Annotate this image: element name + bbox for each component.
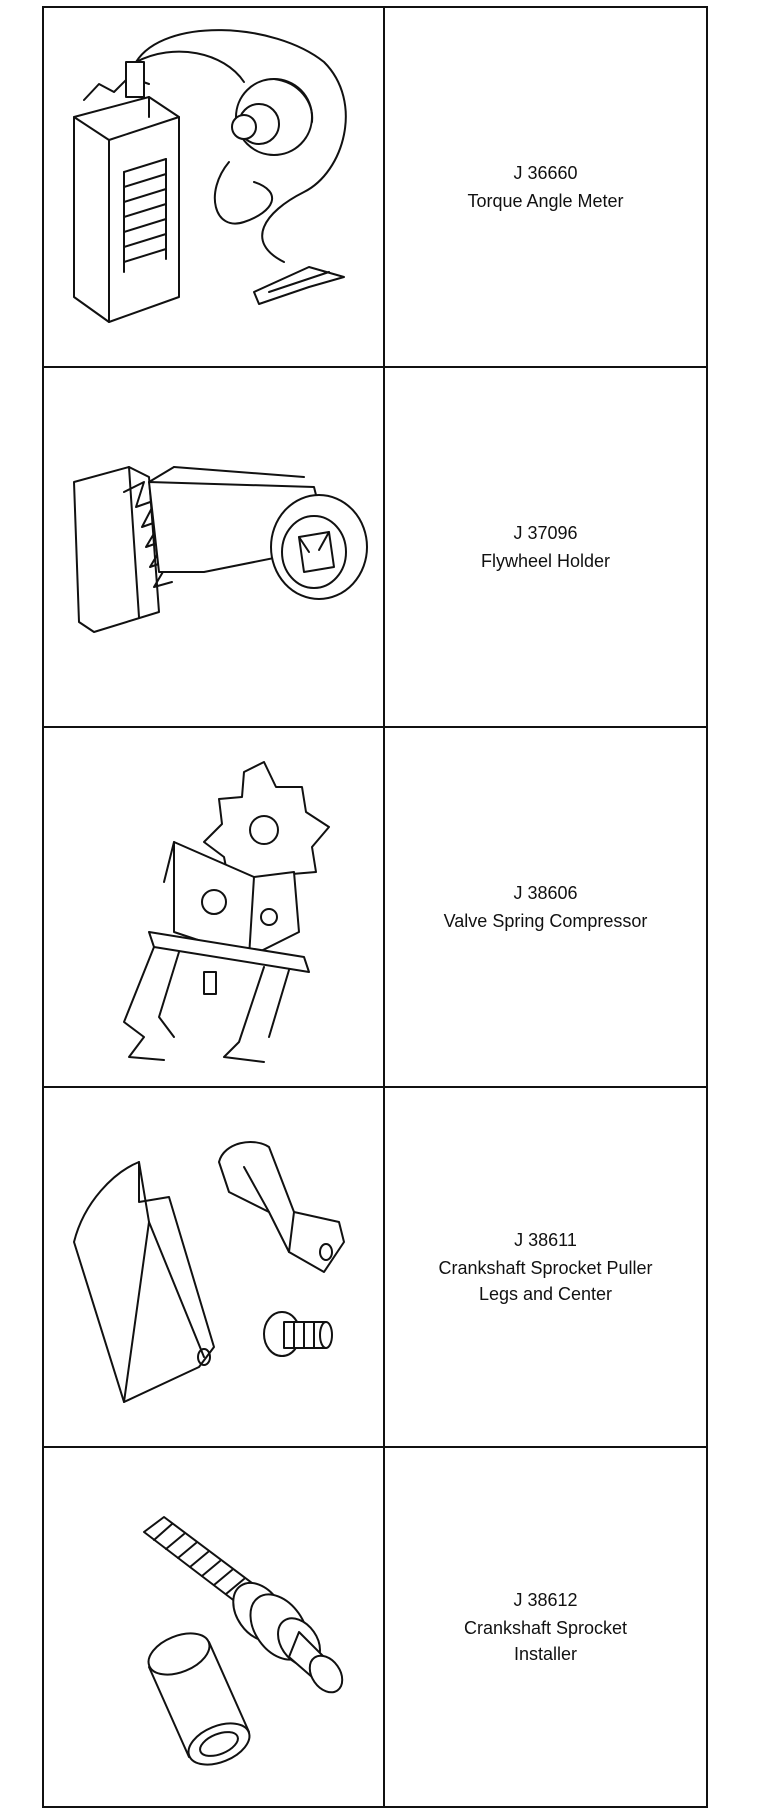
crankshaft-sprocket-puller-illustration (72, 1141, 345, 1403)
table-row: J 36660 Torque Angle Meter (44, 8, 706, 368)
special-tools-table: J 36660 Torque Angle Meter (42, 6, 708, 1808)
tool-name: Flywheel Holder (480, 551, 611, 571)
tool-image-cell (44, 8, 385, 366)
table-row: J 38611 Crankshaft Sprocket Puller Legs … (44, 1088, 706, 1448)
crankshaft-sprocket-installer-illustration (142, 1516, 343, 1766)
tool-text-cell: J 38611 Crankshaft Sprocket Puller Legs … (385, 1088, 706, 1446)
tool-image-cell (44, 728, 385, 1086)
tool-text-cell: J 38606 Valve Spring Compressor (385, 728, 706, 1086)
tool-text-cell: J 36660 Torque Angle Meter (385, 8, 706, 366)
tool-number: J 37096 (513, 523, 578, 543)
tool-text-cell: J 37096 Flywheel Holder (385, 368, 706, 726)
tool-number: J 38611 (514, 1230, 577, 1250)
tool-number: J 36660 (513, 163, 578, 183)
torque-angle-meter-illustration (72, 29, 347, 323)
flywheel-holder-illustration (72, 466, 368, 633)
tool-name: Crankshaft Sprocket Installer (463, 1618, 628, 1664)
tool-text-cell: J 38612 Crankshaft Sprocket Installer (385, 1448, 706, 1806)
tool-image-cell (44, 1088, 385, 1446)
table-row: J 37096 Flywheel Holder (44, 368, 706, 728)
valve-spring-compressor-illustration (122, 761, 330, 1063)
table-row: J 38606 Valve Spring Compressor (44, 728, 706, 1088)
tool-number: J 38606 (513, 883, 578, 903)
tool-name: Valve Spring Compressor (443, 911, 648, 931)
table-row: J 38612 Crankshaft Sprocket Installer (44, 1448, 706, 1806)
tool-image-cell (44, 368, 385, 726)
tool-name: Torque Angle Meter (467, 191, 624, 211)
tool-image-cell (44, 1448, 385, 1806)
tool-name: Crankshaft Sprocket Puller Legs and Cent… (438, 1258, 653, 1304)
tool-number: J 38612 (513, 1590, 578, 1610)
